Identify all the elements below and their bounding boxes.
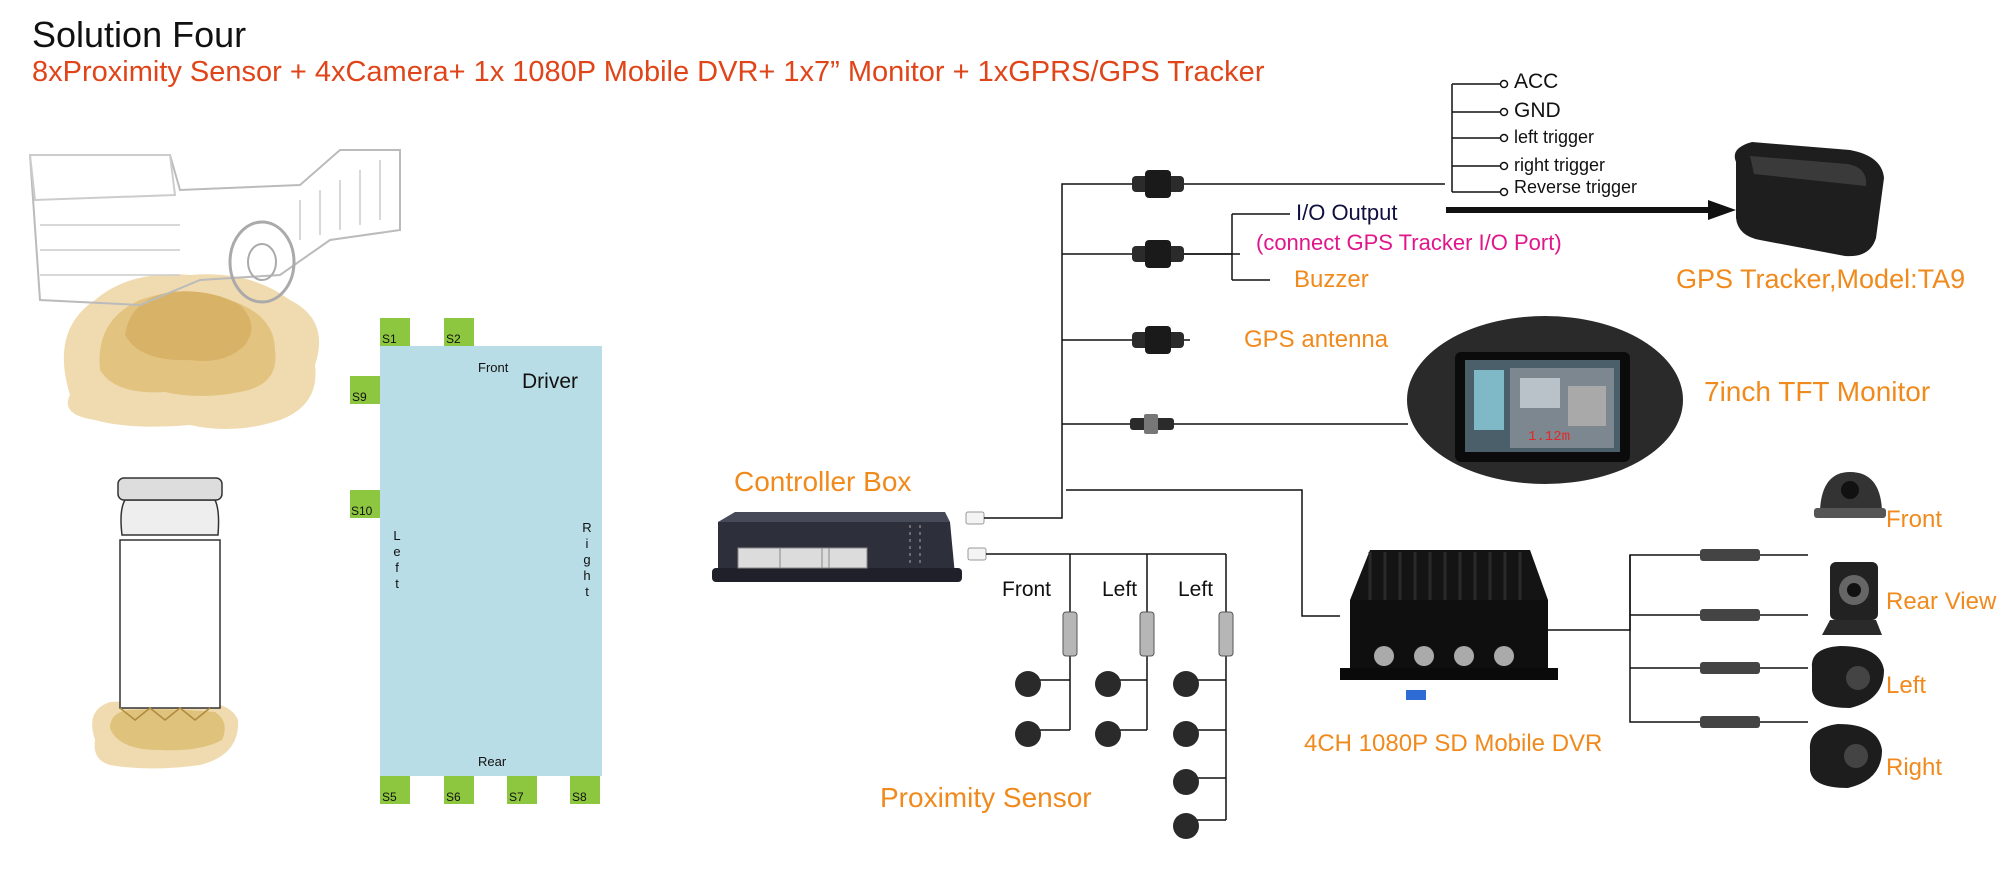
proximity-group-front: Front [1002,578,1052,601]
tracker-input-reverse-trigger: Reverse trigger [1514,177,1638,197]
vehicle-rear-label: Rear [478,754,507,769]
sensor-s1-label: S1 [382,332,397,346]
sensor-s10 [350,490,380,518]
buzzer-label: Buzzer [1294,266,1369,293]
truck-front-illustration [28,149,401,429]
arrow-head [1708,200,1736,220]
driver-label: Driver [522,370,578,393]
sensor-s5 [380,776,410,804]
proximity-group-left-2: Left [1178,578,1214,601]
tracker-input-terminals [1499,79,1509,197]
camera-connectors [1700,549,1760,728]
dvr-device [1340,550,1558,700]
sensor-s9-label: S9 [352,390,367,404]
side-camera-right [1809,724,1882,788]
sensor-s10-label: S10 [351,504,373,518]
gps-tracker-label: GPS Tracker,Model:TA9 [1676,264,1966,294]
page-subtitle: 8xProximity Sensor + 4xCamera+ 1x 1080P … [32,56,1265,88]
camera-front-label: Front [1886,506,1943,533]
dome-camera-front [1814,472,1886,518]
rear-view-camera [1822,562,1882,635]
tracker-input-acc: ACC [1514,70,1559,93]
controller-box [712,511,987,582]
sensor-s8 [570,776,600,804]
bus-connectors [1130,170,1184,434]
side-camera-left [1811,646,1884,708]
sensor-s2 [444,318,474,346]
camera-right-label: Right [1886,754,1943,781]
sensor-s7-label: S7 [509,790,524,804]
wiring [984,83,1808,821]
gps-antenna-label: GPS antenna [1244,326,1389,353]
tracker-input-left-trigger: left trigger [1514,127,1595,147]
vehicle-body [380,346,602,776]
sensor-s7 [507,776,537,804]
monitor-label: 7inch TFT Monitor [1704,376,1931,407]
dvr-label: 4CH 1080P SD Mobile DVR [1304,730,1603,757]
io-output-label: I/O Output [1296,200,1398,225]
proximity-sensor-heads [1015,671,1199,839]
sensor-s9 [350,376,380,404]
vehicle-layout [350,318,602,804]
sensor-s2-label: S2 [446,332,461,346]
vehicle-left-label: L e f t [393,528,401,591]
camera-left-label: Left [1886,672,1927,699]
tracker-input-right-trigger: right trigger [1514,155,1606,175]
camera-rear-view-label: Rear View [1886,588,1997,615]
vehicle-right-label: R i g h t [582,520,592,599]
proximity-plugs [1062,611,1234,657]
proximity-group-left-1: Left [1102,578,1138,601]
tracker-input-gnd: GND [1514,99,1561,122]
sensor-s5-label: S5 [382,790,397,804]
truck-top-illustration [92,477,239,769]
proximity-sensor-label: Proximity Sensor [880,782,1092,813]
io-output-note: (connect GPS Tracker I/O Port) [1256,230,1562,255]
sensor-s6-label: S6 [446,790,461,804]
sensor-s8-label: S8 [572,790,587,804]
sensor-s1 [380,318,410,346]
sensor-s6 [444,776,474,804]
controller-box-label: Controller Box [734,466,912,497]
vehicle-front-label: Front [478,360,509,375]
page-title: Solution Four [32,14,247,55]
monitor-device: 1.12m [1407,316,1683,484]
gps-tracker-device [1734,142,1884,257]
svg-text:1.12m: 1.12m [1528,429,1570,445]
